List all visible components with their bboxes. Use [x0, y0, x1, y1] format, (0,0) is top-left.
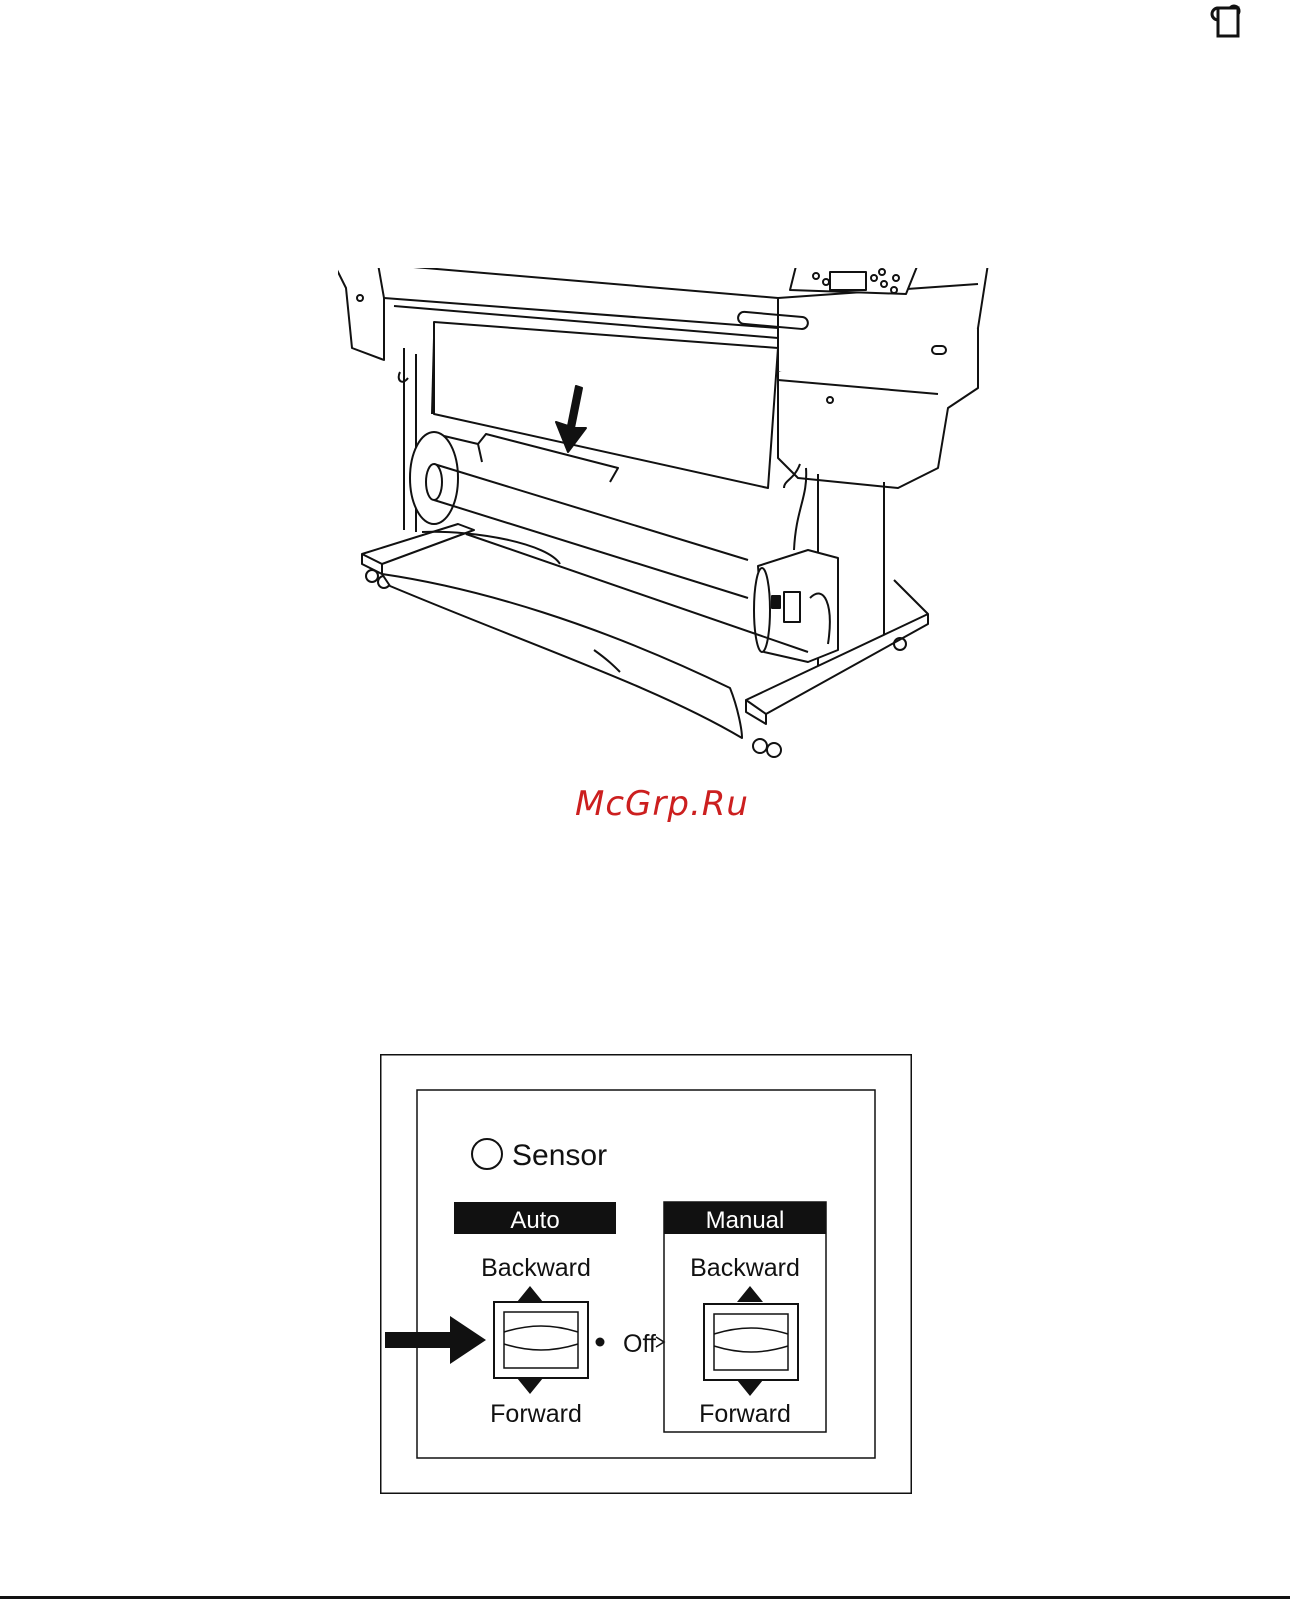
manual-header: Manual [706, 1207, 785, 1234]
control-panel [790, 268, 918, 294]
off-dot [596, 1338, 605, 1347]
switch-panel-diagram: Sensor Auto Backward Forward Off Manual … [380, 1054, 912, 1494]
sensor-label: Sensor [512, 1139, 607, 1172]
auto-rocker-switch[interactable] [494, 1302, 588, 1378]
manual-rocker-switch[interactable] [704, 1304, 798, 1380]
printer-illustration [338, 268, 1006, 784]
paper-basket [382, 574, 742, 738]
auto-header: Auto [510, 1207, 559, 1234]
manual-backward-label: Backward [690, 1254, 800, 1282]
auto-backward-label: Backward [481, 1254, 591, 1282]
motor-unit [754, 468, 838, 662]
footer-rule [0, 1596, 1290, 1599]
auto-forward-label: Forward [490, 1400, 582, 1428]
paper-roll-icon [1208, 4, 1254, 40]
watermark: McGrp.Ru [552, 780, 772, 828]
sensor-indicator [472, 1139, 502, 1169]
base-frame [362, 524, 928, 757]
off-label: Off [623, 1330, 656, 1358]
paper-sheet [434, 322, 778, 488]
left-cover [338, 268, 384, 360]
manual-forward-label: Forward [699, 1400, 791, 1428]
